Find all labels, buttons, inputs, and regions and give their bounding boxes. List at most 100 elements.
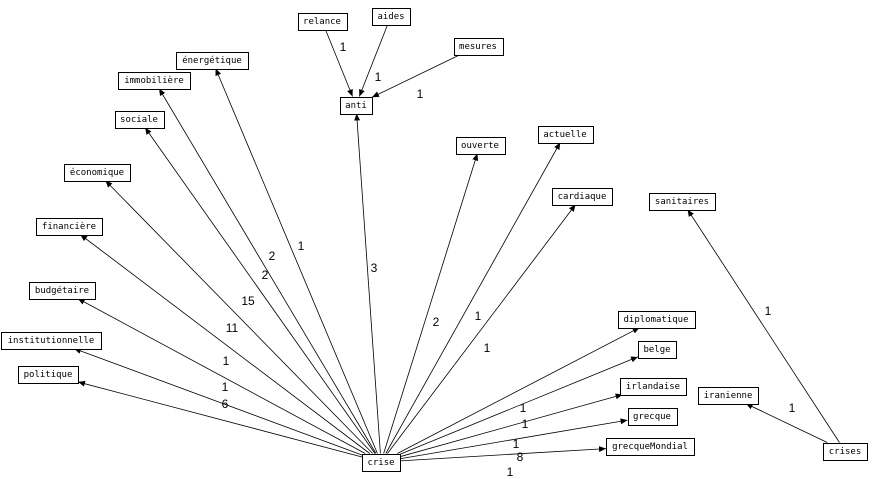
node-energetique: énergétique [176,52,249,70]
node-financiere: financière [36,218,103,236]
edge-weight-label: 1 [475,309,482,323]
node-label: ouverte [461,141,499,151]
node-label: mesures [459,42,497,52]
edge-crise-institutionnelle [73,348,363,456]
node-economique: économique [64,164,131,182]
node-grecqueMondial: grecqueMondial [606,438,695,456]
node-box [118,72,191,90]
edge-weight-label: 2 [433,315,440,329]
edge-weight-label: 1 [375,70,382,84]
node-label: crise [367,458,394,468]
node-label: institutionnelle [8,336,95,346]
node-actuelle: actuelle [538,126,594,144]
node-irlandaise: irlandaise [620,378,687,396]
node-box [176,52,249,70]
edge-weight-label: 11 [226,321,239,335]
node-label: financière [42,221,96,232]
edge-crise-economique [105,180,373,454]
edge-weight-label: 2 [262,268,269,282]
edge-weight-label: 6 [222,397,229,411]
node-label: grecqueMondial [612,442,688,452]
edge-crise-actuelle [385,142,561,454]
edge-weight-label: 1 [507,465,514,479]
node-anti: anti [340,97,373,115]
edge-crise-energetique [215,68,378,454]
node-box [606,438,695,456]
node-box [340,97,373,115]
node-label: anti [345,101,367,111]
node-label: cardiaque [558,192,607,202]
edge-aides-anti [358,24,389,97]
node-box [18,366,79,384]
node-box [454,38,504,56]
edge-weight-label: 1 [340,40,347,54]
edge-crise-cardiaque [387,204,576,454]
node-box [618,311,696,329]
edge-crise-diplomatique [397,327,640,454]
node-sociale: sociale [115,111,165,129]
node-label: économique [70,167,124,178]
node-box [628,408,678,426]
node-sanitaires: sanitaires [649,193,716,211]
node-box [620,378,687,396]
node-label: énergétique [182,55,242,66]
node-box [36,218,103,236]
node-budgetaire: budgétaire [29,282,96,300]
edge-crise-grecqueMondial [399,446,607,462]
node-box [298,13,348,31]
edge-weight-label: 8 [517,450,524,464]
node-label: aides [377,12,404,22]
edge-crise-budgetaire [77,298,366,454]
node-diplomatique: diplomatique [618,311,696,329]
node-aides: aides [372,8,411,26]
node-label: relance [303,17,341,27]
edge-crise-ouverte [383,153,479,454]
node-ouverte: ouverte [456,137,506,155]
node-label: irlandaise [626,382,680,392]
edge-relance-anti [325,29,353,97]
node-box [698,387,759,405]
node-box [372,8,411,26]
node-box [823,443,868,461]
node-belge: belge [638,341,677,359]
node-box [29,282,96,300]
node-mesures: mesures [454,38,504,56]
node-label: diplomatique [623,315,688,325]
node-institutionnelle: institutionnelle [1,332,102,350]
node-relance: relance [298,13,348,31]
edge-weight-label: 1 [765,304,772,318]
node-box [456,137,506,155]
edge-crise-immobiliere [158,88,377,454]
node-box [1,332,102,350]
edge-weight-label: 1 [789,401,796,415]
node-label: belge [643,345,670,355]
node-box [362,454,401,472]
node-label: immobilière [124,75,184,86]
node-box [552,188,613,206]
node-label: budgétaire [35,285,89,296]
edge-crise-belge [399,356,639,455]
edge-crise-anti [354,113,381,454]
edge-weight-label: 1 [522,417,529,431]
edge-crise-sociale [144,127,376,454]
edge-crises-sanitaires [687,209,840,443]
edge-weight-label: 1 [298,239,305,253]
node-label: sociale [120,115,158,125]
edge-crises-iranienne [745,403,828,443]
node-box [538,126,594,144]
nodes-layer: relance aides mesures anti énergétique immobi… [1,8,868,472]
edge-weight-label: 3 [371,261,378,275]
edge-mesures-anti [371,54,461,98]
node-label: grecque [633,412,671,422]
edge-weight-label: 1 [484,341,491,355]
edge-crise-financiere [79,234,371,454]
node-label: crises [829,447,862,457]
edge-weight-label: 1 [417,87,424,101]
edge-weight-label: 2 [269,249,276,263]
node-label: actuelle [543,130,586,140]
edge-weight-label: 15 [241,294,255,308]
node-crises: crises [823,443,868,461]
node-immobiliere: immobilière [118,72,191,90]
